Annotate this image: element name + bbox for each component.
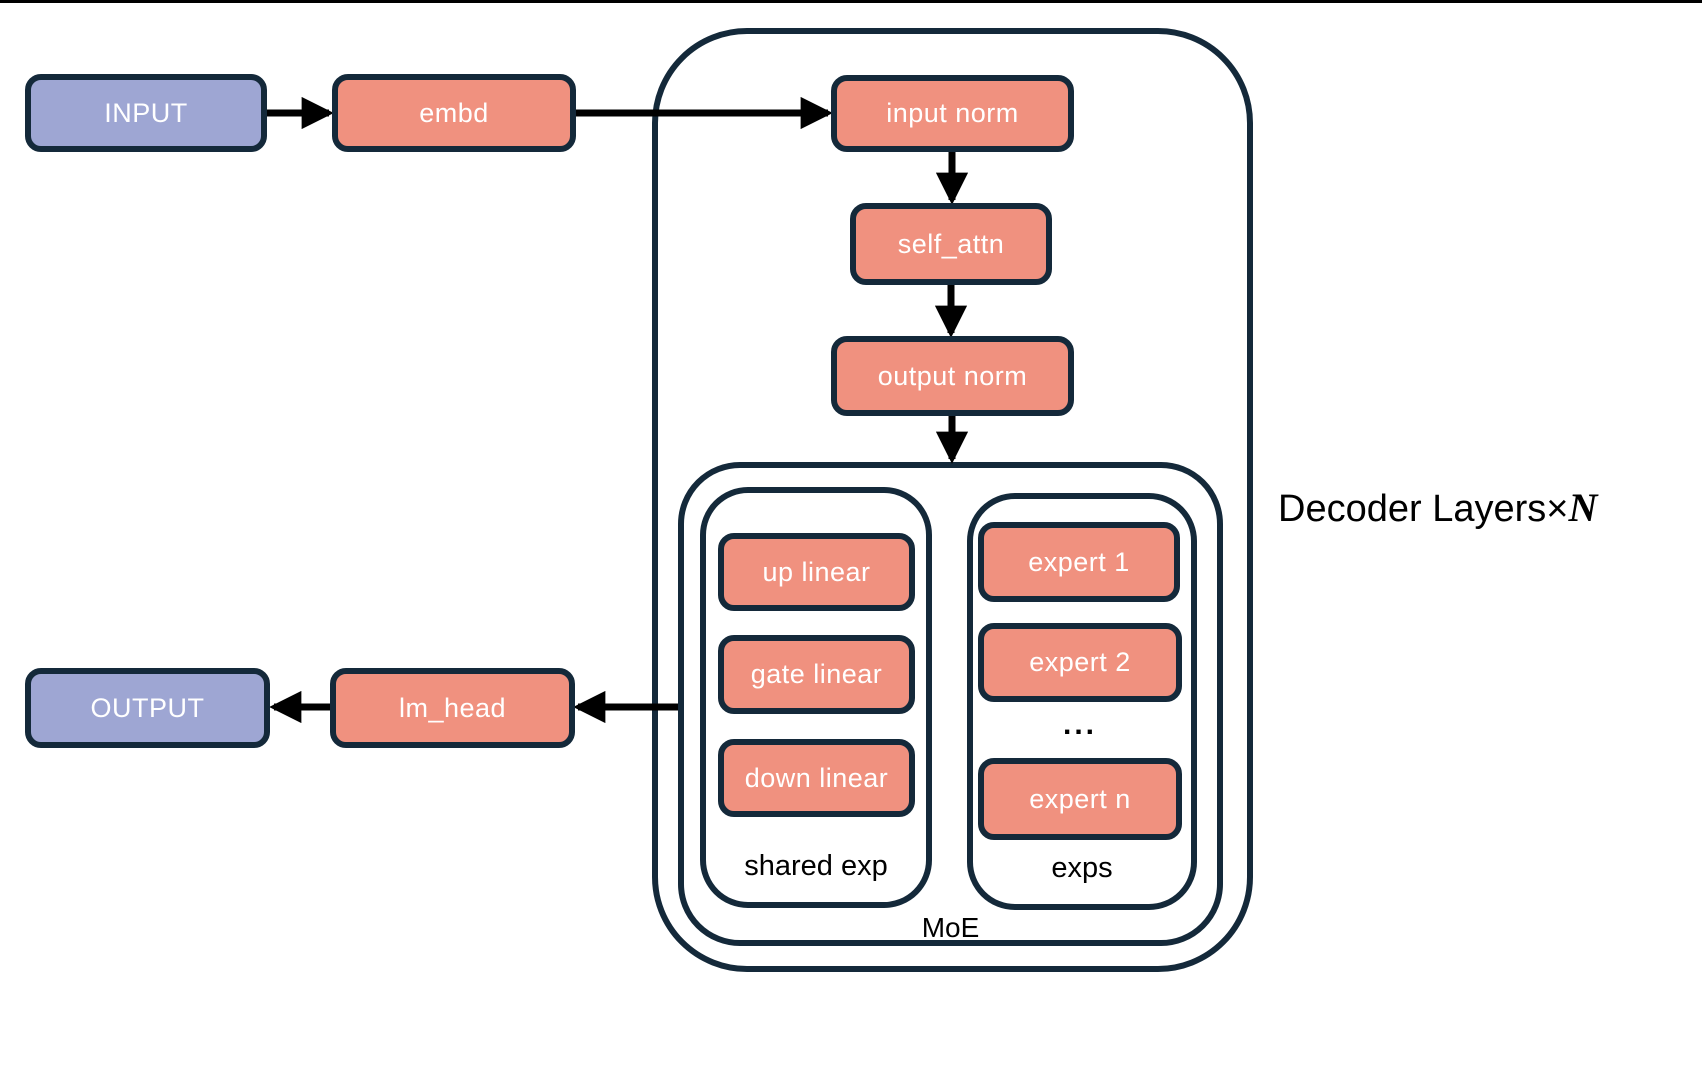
output-norm-node: output norm <box>831 336 1074 416</box>
expert-n-node: expert n <box>978 758 1182 840</box>
output-node: OUTPUT <box>25 668 270 748</box>
repeat-count-variable: N <box>1568 485 1598 530</box>
up-linear-node: up linear <box>718 533 915 611</box>
self-attn-node: self_attn <box>850 203 1052 285</box>
exps-label: exps <box>1051 852 1113 884</box>
top-edge-line <box>0 0 1702 3</box>
decoder-layers-text: Decoder Layers <box>1278 488 1547 530</box>
expert-2-node: expert 2 <box>978 623 1182 702</box>
input-node: INPUT <box>25 74 267 152</box>
experts-ellipsis: ... <box>1062 708 1097 741</box>
lm-head-node: lm_head <box>330 668 575 748</box>
expert-1-node: expert 1 <box>978 522 1180 602</box>
moe-label: MoE <box>921 912 980 943</box>
gate-linear-node: gate linear <box>718 635 915 714</box>
times-symbol: × <box>1546 488 1569 530</box>
decoder-layers-label: Decoder Layers×N <box>1278 484 1597 531</box>
embd-node: embd <box>332 74 576 152</box>
down-linear-node: down linear <box>718 739 915 817</box>
shared-exp-label: shared exp <box>744 850 888 882</box>
input-norm-node: input norm <box>831 75 1074 152</box>
